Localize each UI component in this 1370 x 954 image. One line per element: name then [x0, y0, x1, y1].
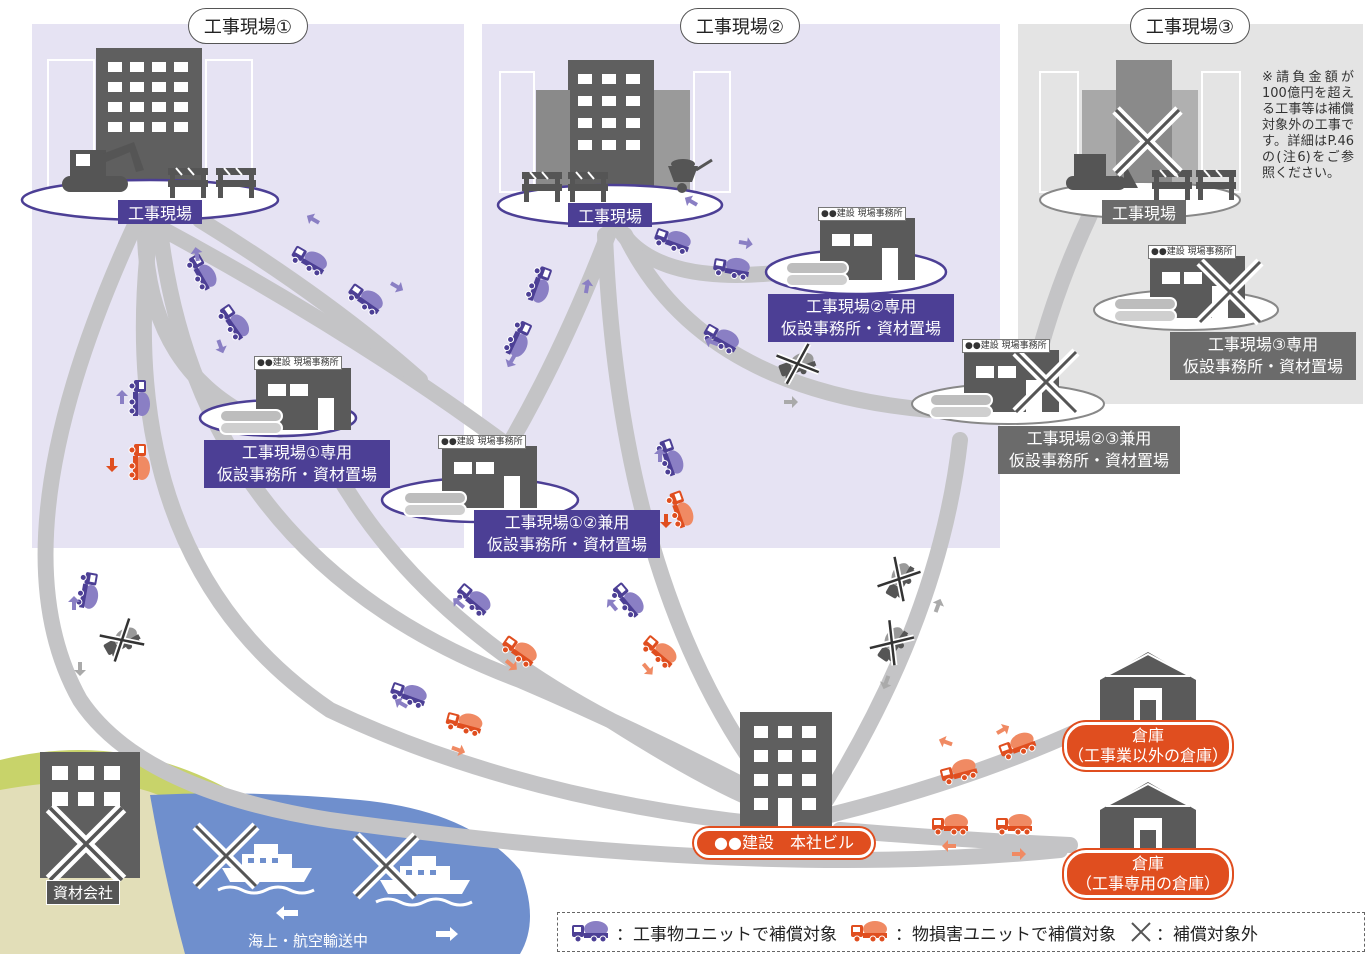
truck-purple-icon [74, 570, 103, 611]
arrow-left-icon [276, 906, 298, 920]
warehouse2-label: 倉庫 （工事専用の倉庫） [1064, 850, 1232, 898]
wheelbarrow-icon [668, 158, 713, 193]
warehouse1-line1: 倉庫 [1131, 726, 1164, 745]
sea-transport-label: 海上・航空輸送中 [248, 932, 369, 950]
warehouse1-line2: （工事業以外の倉庫） [1067, 746, 1228, 765]
legend-excluded-text: ：補償対象外 [1156, 924, 1258, 945]
office23-label: 工事現場②③兼用 仮設事務所・資材置場 [998, 426, 1180, 474]
truck-orange-icon [851, 920, 888, 943]
office12-sign: ●●建設 現場事務所 [438, 435, 526, 449]
exclusion-note: ※請負金額が100億円を超える工事等は補償対象外の工事です。詳細はP.46の(注… [1262, 70, 1354, 181]
site1-tag: 工事現場 [118, 200, 202, 224]
hq-label-text: ●●建設 本社ビル [714, 833, 854, 852]
legend-property-text: ：物損害ユニットで補償対象 [895, 924, 1116, 945]
office23-sign: ●●建設 現場事務所 [962, 339, 1050, 353]
supplier-label: 資材会社 [46, 880, 121, 905]
site3-title: 工事現場③ [1130, 8, 1250, 44]
roads [37, 207, 1098, 868]
legend-property: ：物損害ユニットで補償対象 [851, 919, 1116, 945]
hq-label: ●●建設 本社ビル [694, 828, 874, 858]
office2-label: 工事現場②専用 仮設事務所・資材置場 [768, 294, 954, 342]
supplier-building [40, 752, 140, 878]
truck-purple-icon [572, 920, 609, 943]
office3-sign: ●●建設 現場事務所 [1148, 245, 1236, 259]
site1-building [47, 48, 253, 200]
warehouse-icon [1099, 651, 1197, 723]
office2-sign: ●●建設 現場事務所 [818, 207, 906, 221]
site3-tag: 工事現場 [1102, 200, 1186, 224]
office1-sign: ●●建設 現場事務所 [254, 356, 342, 370]
legend-works-text: ：工事物ユニットで補償対象 [616, 924, 837, 945]
site2-tag: 工事現場 [568, 203, 652, 227]
legend-works: ：工事物ユニットで補償対象 [572, 919, 837, 945]
office23-pipes [929, 393, 993, 419]
truck-orange-icon [443, 707, 485, 739]
truck-purple-icon [387, 677, 430, 711]
truck-excluded-icon [98, 619, 144, 663]
office12-pipes [403, 491, 467, 517]
cross-icon [1131, 922, 1151, 942]
office12-label: 工事現場①②兼用 仮設事務所・資材置場 [474, 510, 660, 558]
truck-excluded-icon [877, 557, 921, 603]
legend-excluded: ：補償対象外 [1130, 920, 1258, 945]
arrow-right-icon [436, 927, 458, 941]
office3-label: 工事現場③専用 仮設事務所・資材置場 [1170, 332, 1356, 380]
office3-pipes [1113, 297, 1177, 323]
site2-title: 工事現場② [680, 8, 800, 44]
excavator-icon [62, 142, 144, 192]
truck-purple-icon [607, 578, 649, 621]
office1-label: 工事現場①専用 仮設事務所・資材置場 [204, 440, 390, 488]
office2-pipes [785, 261, 849, 287]
warehouse2-line1: 倉庫 [1131, 854, 1164, 873]
office1-pipes [219, 409, 283, 435]
warehouse1-label: 倉庫 （工事業以外の倉庫） [1064, 722, 1232, 770]
hq-building [740, 712, 832, 832]
legend: ：工事物ユニットで補償対象 ：物損害ユニットで補償対象 ：補償対象外 [557, 912, 1365, 952]
truck-orange-icon [995, 813, 1033, 836]
warehouse2-line2: （工事専用の倉庫） [1075, 874, 1220, 893]
warehouse-icon [1099, 781, 1197, 853]
site1-title: 工事現場① [188, 8, 308, 44]
